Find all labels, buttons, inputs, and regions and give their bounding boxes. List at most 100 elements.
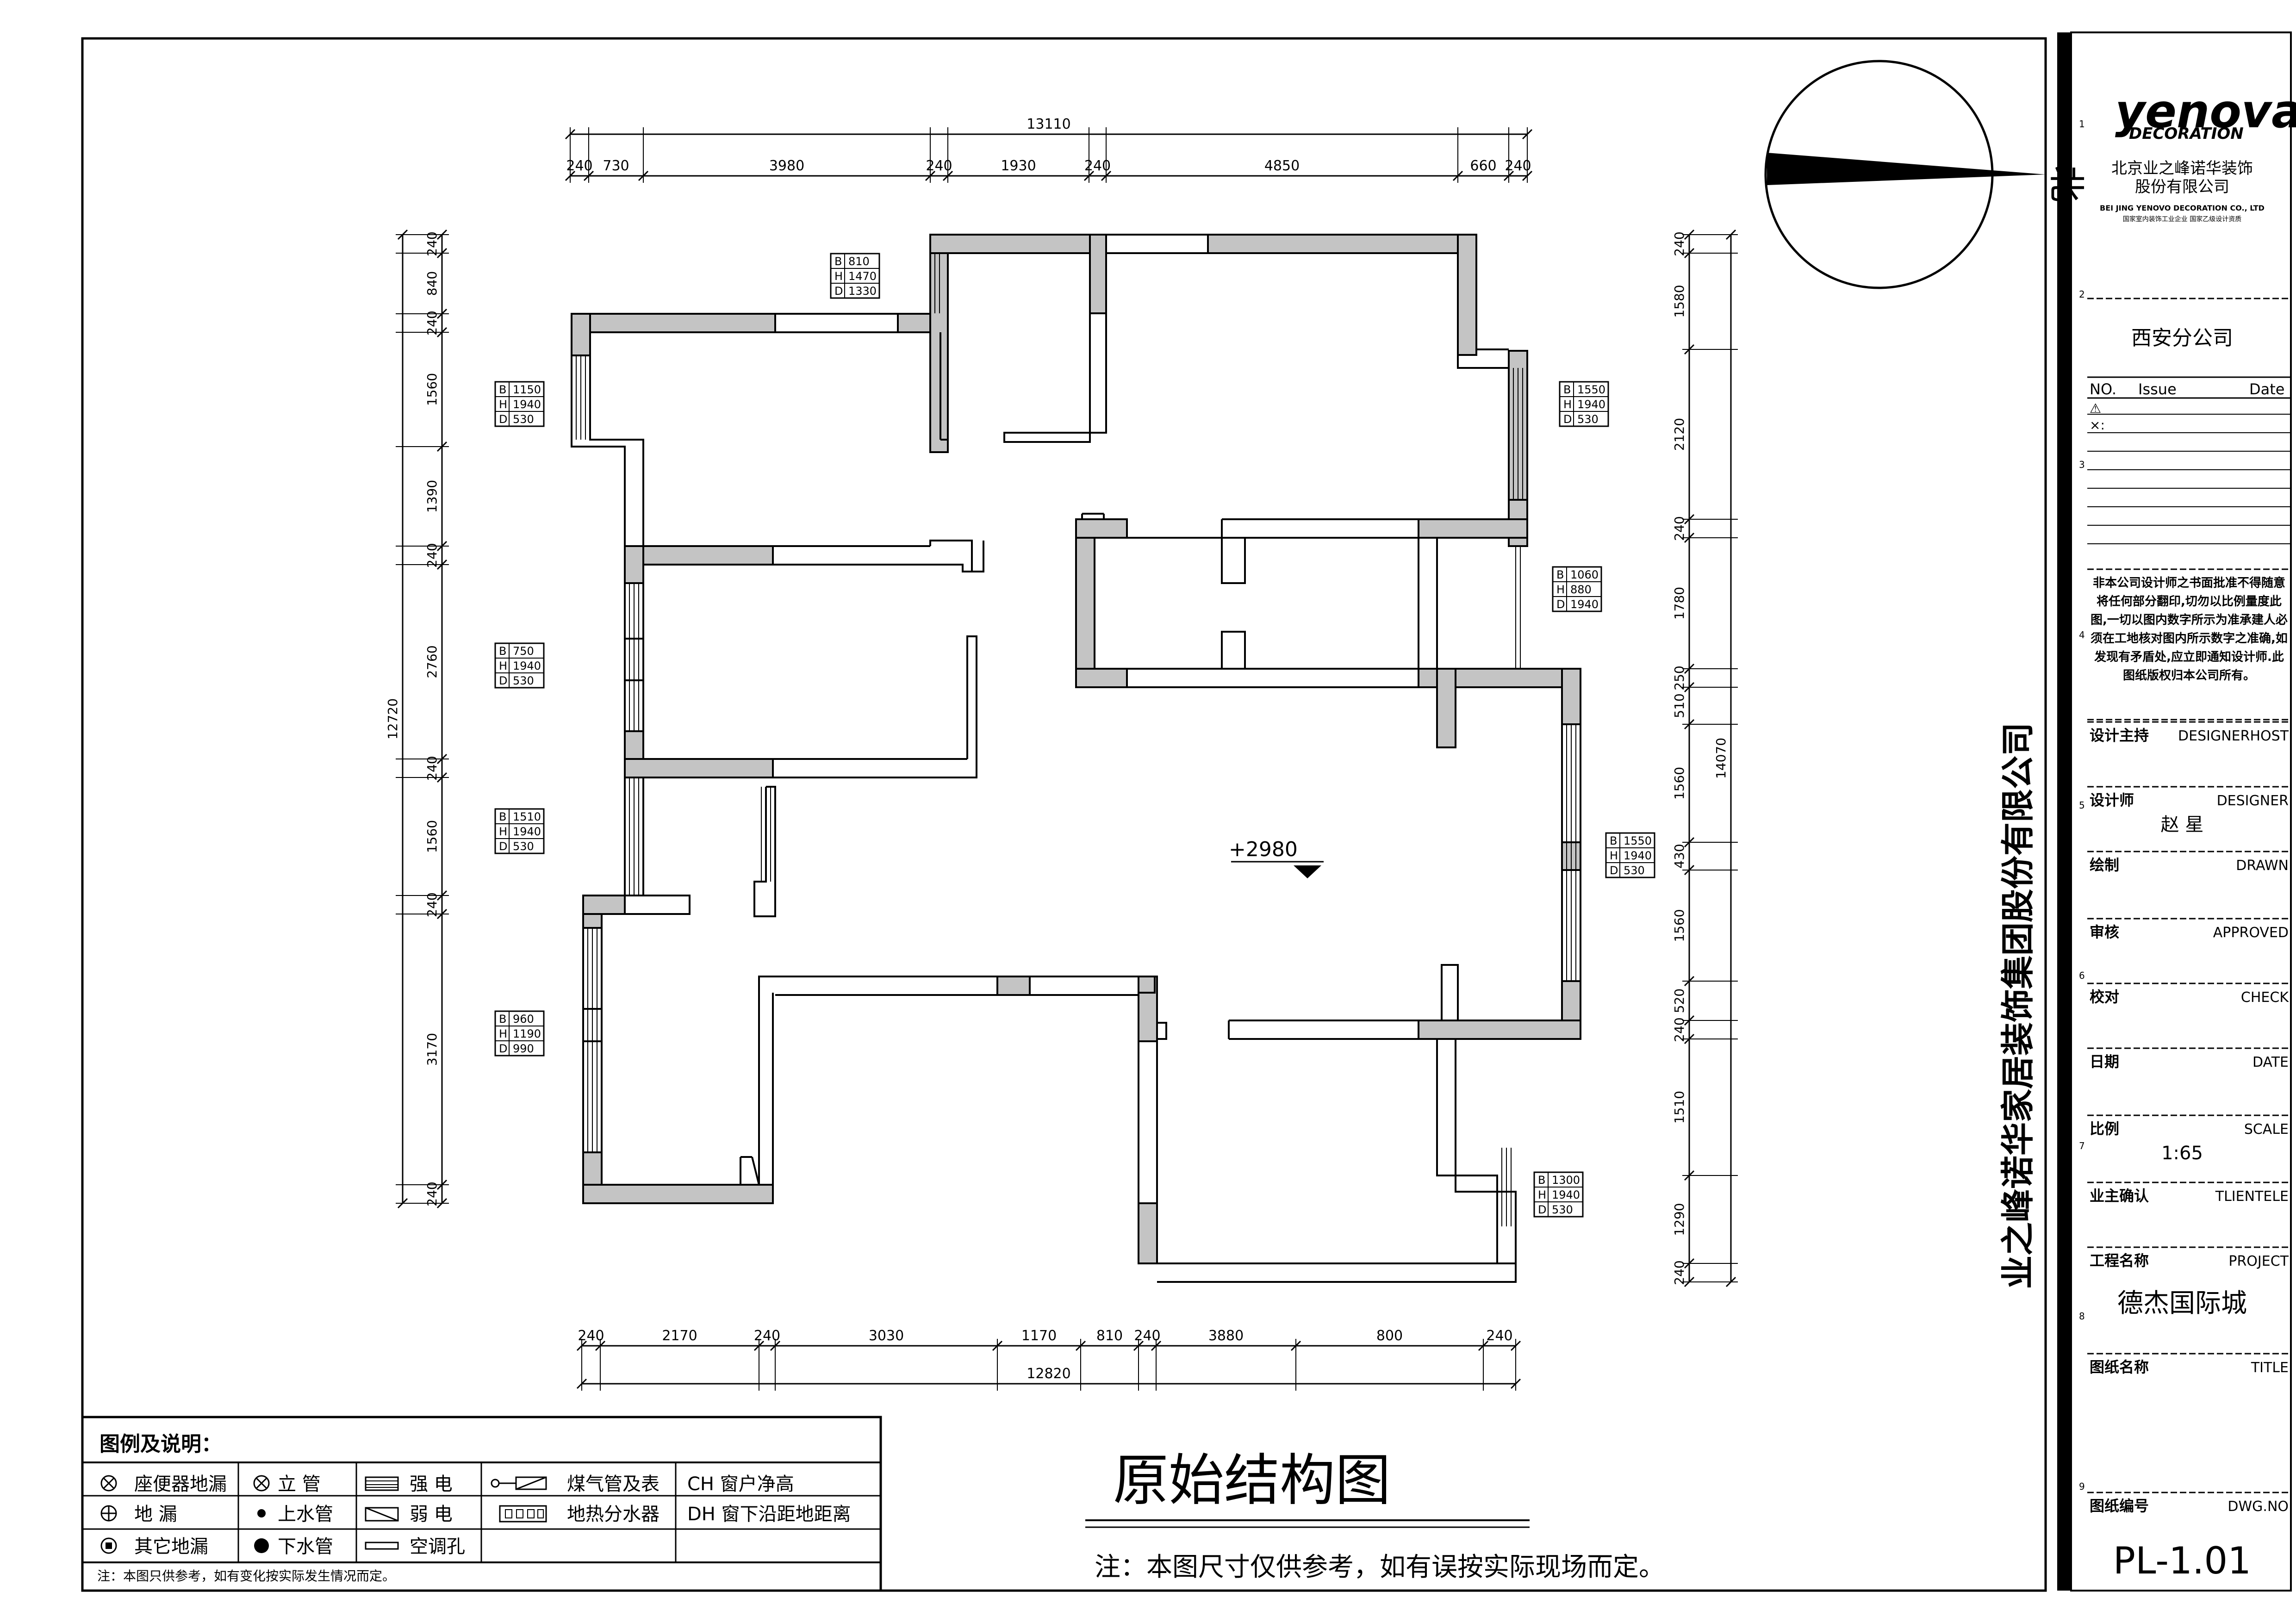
window-tag-value: 750 — [513, 645, 534, 658]
dim-tick — [1684, 864, 1695, 876]
dim-tick — [1684, 1258, 1695, 1269]
window-tag-value: 530 — [513, 674, 534, 687]
elevation-triangle — [1294, 865, 1321, 878]
legend-item: 立 管 — [278, 1474, 321, 1495]
dim-value: 1930 — [1001, 158, 1036, 174]
legend-table: 图例及说明： 座便器地漏 地 漏 其它地漏 立 管 上水管 下水管 强 电 弱 … — [81, 1416, 882, 1592]
gas-meter-icon — [491, 1476, 547, 1490]
dim-tick — [583, 170, 594, 181]
issue-table: NO. Issue Date ⚠ ×: — [2087, 380, 2291, 570]
drawing-note: 注：本图尺寸仅供参考，如有误按实际现场而定。 — [1095, 1552, 1665, 1582]
title-block-label-en: CHECK — [2241, 989, 2289, 1006]
dim-tick — [1083, 170, 1095, 181]
company-name-cn-2: 股份有限公司 — [2135, 178, 2229, 196]
legend-item: 下水管 — [278, 1536, 333, 1557]
dim-tick — [1684, 1015, 1695, 1026]
window-tag-key: H — [1556, 583, 1565, 596]
legend-footnote: 注：本图只供参考，如有变化按实际发生情况而定。 — [97, 1568, 395, 1584]
legend-item: 煤气管及表 — [567, 1474, 660, 1495]
window-tag-key: H — [834, 270, 843, 283]
window-tag-key: D — [499, 840, 507, 853]
wall-outlines — [571, 234, 1581, 1283]
window-tag-value: 1940 — [513, 825, 541, 838]
legend-item: DH 窗下沿距地距离 — [687, 1504, 851, 1525]
window-tag-value: 530 — [513, 840, 534, 853]
dim-value: 240 — [424, 311, 440, 335]
window-tag-key: B — [499, 645, 506, 658]
window-tag-value: 1150 — [513, 383, 541, 396]
dim-value: 1560 — [1672, 767, 1687, 800]
dim-value: 510 — [1672, 693, 1687, 718]
margin-number: 6 — [2079, 970, 2085, 981]
dim-tick — [1151, 1340, 1162, 1351]
window-tag-value: 530 — [1552, 1203, 1573, 1216]
structural-walls — [571, 234, 1581, 1264]
company-name-cn-1: 北京业之峰诺华装饰 — [2111, 159, 2253, 178]
window-tag-key: D — [499, 413, 507, 426]
window-tag-key: B — [499, 810, 506, 823]
window-tag-value: 1330 — [848, 285, 877, 298]
window-tag-value: 1300 — [1552, 1174, 1580, 1187]
window-tag-value: 1940 — [513, 659, 541, 672]
window-tag-key: B — [1538, 1174, 1545, 1187]
window-tag-key: D — [1556, 598, 1565, 611]
right-dimension-chain: 2401580212024017802505101560430156052024… — [1672, 229, 1738, 1287]
dim-value: 800 — [1376, 1328, 1403, 1344]
dim-value: 240 — [566, 158, 592, 174]
window-tag-key: B — [1610, 834, 1617, 847]
dim-tick — [436, 229, 448, 240]
company-qualification: 国家室内装饰工业企业 国家乙级设计资质 — [2123, 215, 2241, 223]
issue-mark-x: ×: — [2090, 417, 2105, 433]
dim-value: 1560 — [424, 820, 440, 853]
dim-tick — [1503, 170, 1514, 181]
window-tag-key: H — [1563, 398, 1572, 411]
dim-tick — [1510, 1340, 1521, 1351]
window-tag-key: H — [1610, 849, 1618, 862]
dim-value: 240 — [424, 231, 440, 256]
dim-tick — [436, 1179, 448, 1190]
title-block-label-en: TLIENTELE — [2215, 1188, 2289, 1205]
elevation-label: +2980 — [1229, 838, 1298, 861]
window-tag-key: H — [499, 825, 507, 838]
window-tag-value: 810 — [848, 255, 870, 268]
copyright-notice: 非本公司设计师之书面批准不得随意将任何部分翻印,切勿以比例量度此图,一切以图内数… — [2091, 576, 2288, 683]
dim-tick — [1684, 976, 1695, 987]
dim-tick — [436, 890, 448, 901]
legend-item: 其它地漏 — [134, 1536, 208, 1557]
issue-mark-warning: ⚠ — [2090, 401, 2101, 416]
dim-value: 240 — [1672, 1017, 1687, 1042]
floor-heating-manifold-icon — [499, 1505, 547, 1523]
dim-tick — [1684, 248, 1695, 259]
legend-item: 地热分水器 — [567, 1504, 660, 1525]
branch-office: 西安分公司 — [2131, 326, 2233, 350]
dim-tick — [1101, 170, 1112, 181]
dim-tick — [1684, 663, 1695, 674]
window-tag-key: D — [1538, 1203, 1546, 1216]
dim-tick — [1684, 1033, 1695, 1045]
title-block-label-cn: 校对 — [2090, 988, 2119, 1006]
legend-item: 座便器地漏 — [134, 1474, 227, 1495]
window-tag-value: 960 — [513, 1013, 534, 1026]
dim-value: 1290 — [1672, 1203, 1687, 1236]
dim-total: 13110 — [1027, 116, 1070, 132]
dim-tick — [753, 1340, 765, 1351]
dim-value: 4850 — [1264, 158, 1300, 174]
window-tag-value: 1190 — [513, 1027, 541, 1040]
legend-item: CH 窗户净高 — [687, 1474, 794, 1495]
strong-current-icon — [365, 1476, 399, 1491]
dim-tick — [397, 229, 408, 240]
dim-tick — [1478, 1340, 1489, 1351]
dim-tick — [436, 308, 448, 319]
dim-value: 240 — [1672, 1260, 1687, 1285]
dim-value: 660 — [1470, 158, 1496, 174]
window-tag-key: D — [834, 285, 843, 298]
dim-tick — [1522, 129, 1533, 140]
window-tag-value: 530 — [1577, 413, 1599, 426]
dim-tick — [436, 908, 448, 920]
